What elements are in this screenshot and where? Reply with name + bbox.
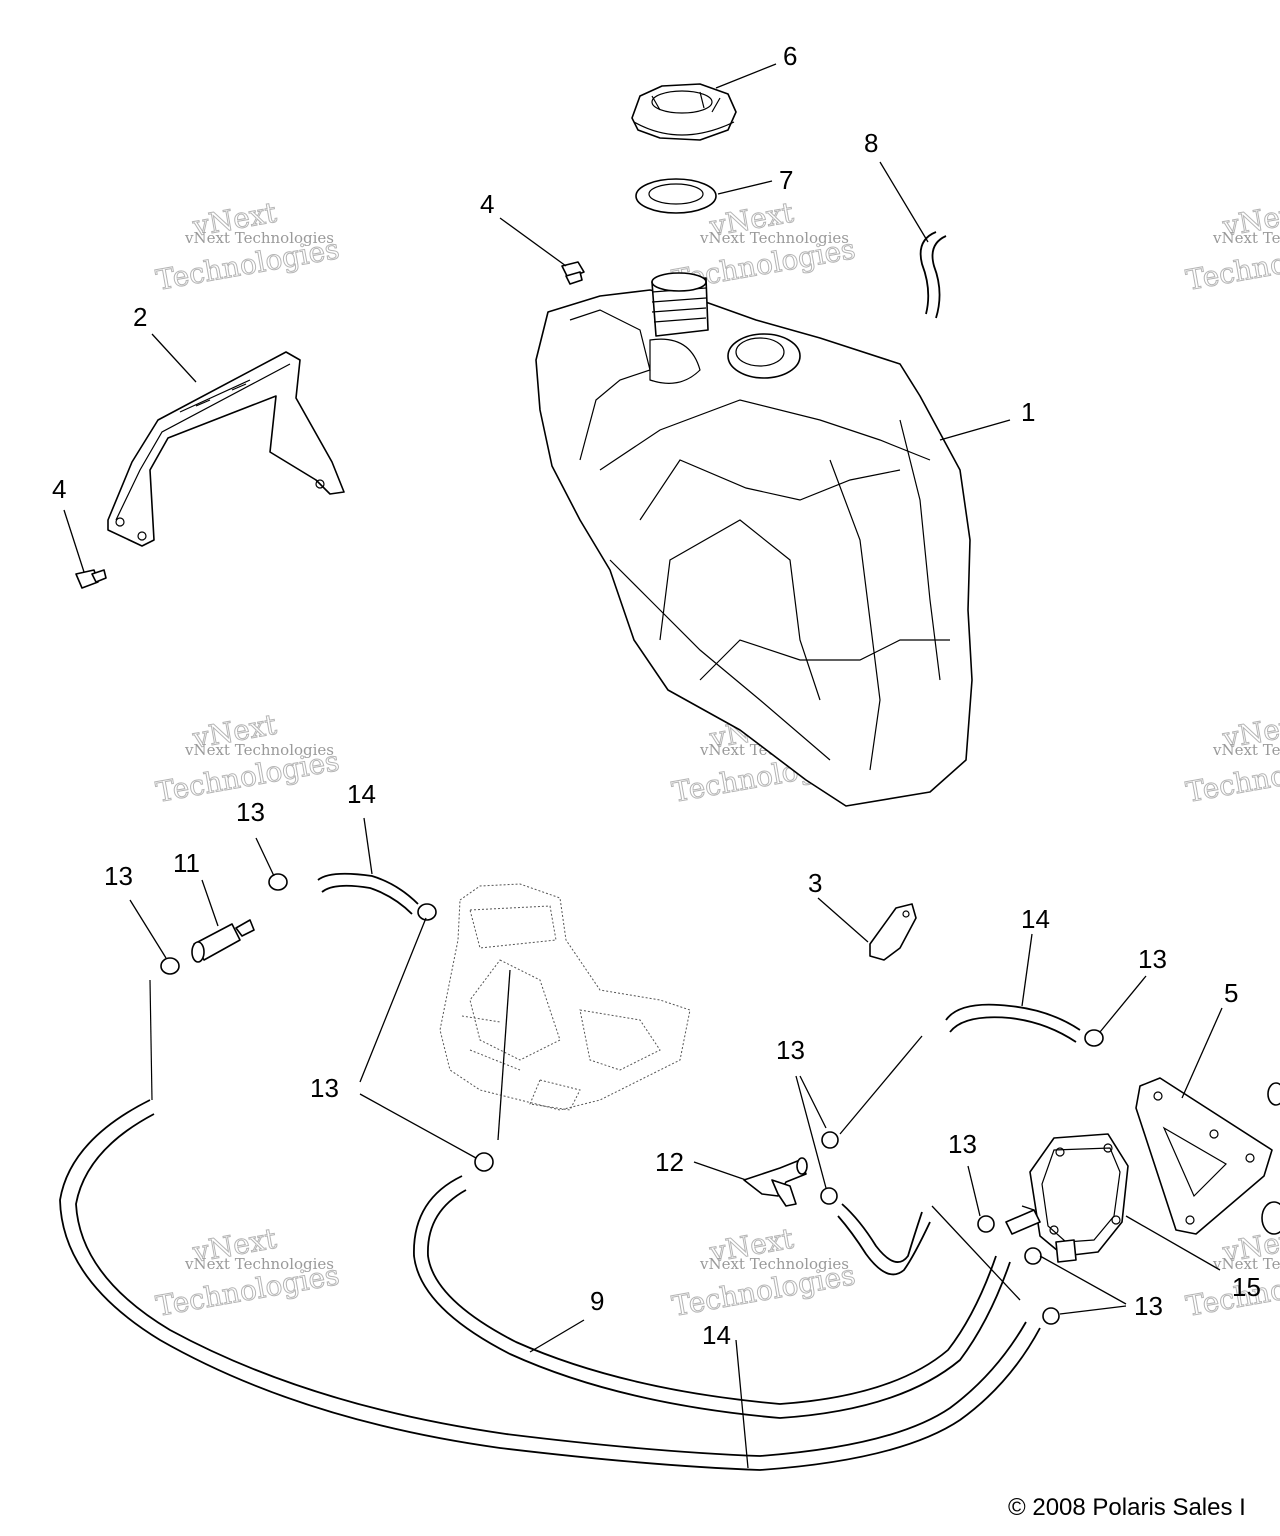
callout-15: 15 [1232,1272,1261,1302]
callout-13-pump: 13 [948,1129,977,1159]
watermark: vNext vNext Technologies Technologies [153,707,342,809]
clamp [1084,1029,1104,1047]
partial-part-right [1261,1082,1280,1235]
callout-11: 11 [173,848,200,878]
bolt-left [75,569,107,589]
leader-lines [63,63,1223,1469]
clamp [417,903,437,921]
watermark-text: vNext Technologies [699,1255,849,1273]
callout-13-center: 13 [776,1035,805,1065]
watermark-text: vNext Technologies [1212,1255,1280,1273]
callout-6: 6 [783,41,797,71]
fuel-filter [191,919,255,963]
watermark: vNext vNext Technologies Technologies [1183,707,1280,809]
callout-13-lower-right: 13 [1134,1291,1163,1321]
copyright-notice: © 2008 Polaris Sales I [1008,1494,1246,1521]
clamp [821,1131,839,1149]
callout-3: 3 [808,868,822,898]
callout-2: 2 [133,302,147,332]
watermark: vNext vNext Technologies Technologies [1183,195,1280,297]
watermark-text: vNext Technologies [1212,229,1280,247]
tank-bracket [107,351,345,547]
vent-hose [919,231,947,319]
fuel-tank [535,272,973,807]
watermark: vNext vNext Technologies Technologies [669,1221,858,1323]
carburetor [439,883,691,1111]
pump-gasket [1135,1077,1273,1235]
fuel-hoses [59,872,1081,1471]
callout-14-lower: 14 [702,1320,731,1350]
callout-4-top: 4 [480,189,494,219]
callout-14-right: 14 [1021,904,1050,934]
clamp [160,957,180,975]
callout-13-left: 13 [104,861,133,891]
watermark-text: vNext Technologies [184,741,334,759]
clamp [1042,1307,1060,1325]
callout-9: 9 [590,1286,604,1316]
clamp [977,1215,995,1233]
callout-7: 7 [779,165,793,195]
cap-gasket [635,178,717,214]
hose-clamps [160,873,1104,1325]
hose-clip [869,903,917,961]
watermark-text: vNext Technologies [184,1255,334,1273]
callout-13-carb: 13 [310,1073,339,1103]
watermark-text: vNext Technologies [184,229,334,247]
watermark: vNext vNext Technologies Technologies [153,1221,342,1323]
fuel-cap [631,83,737,141]
clamp [268,873,288,891]
callouts: 6 7 8 4 2 1 4 14 13 11 13 3 14 13 5 13 1… [52,41,1261,1350]
callout-13-upper: 13 [236,797,265,827]
clamp [820,1187,838,1205]
clamp [1024,1247,1042,1265]
callout-14-upper: 14 [347,779,376,809]
watermark: vNext vNext Technologies Technologies [153,195,342,297]
clamp [474,1152,494,1172]
callout-1: 1 [1021,397,1035,427]
callout-5: 5 [1224,978,1238,1008]
watermark-text: vNext Technologies [699,229,849,247]
callout-4-left: 4 [52,474,66,504]
callout-12: 12 [655,1147,684,1177]
fuel-pump [1005,1133,1129,1263]
callout-8: 8 [864,128,878,158]
tee-fitting [743,1157,808,1207]
callout-13-right: 13 [1138,944,1167,974]
watermark-text: vNext Technologies [1212,741,1280,759]
screw-top [561,261,585,285]
